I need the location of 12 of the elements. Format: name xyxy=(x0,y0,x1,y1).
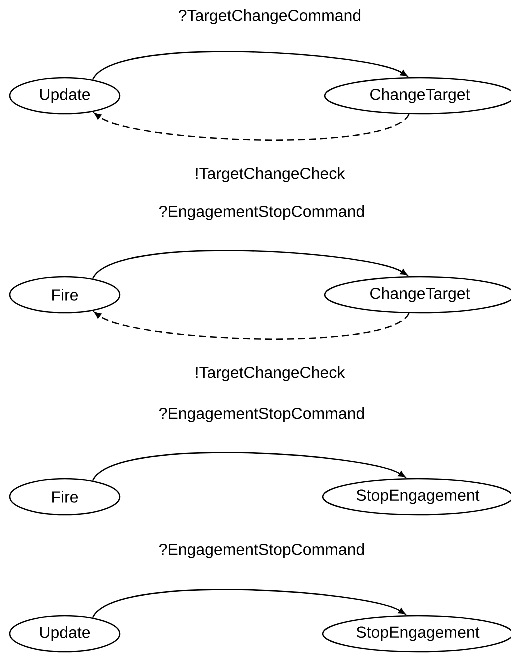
edge-label: ?EngagementStopCommand xyxy=(159,408,364,422)
arrow xyxy=(92,452,406,482)
edge-label: !TargetChangeCheck xyxy=(196,366,346,382)
arrow xyxy=(92,589,406,618)
arrow xyxy=(94,312,410,340)
edge-label: ?EngagementStopCommand xyxy=(159,206,364,220)
edge-label: !TargetChangeCheck xyxy=(196,168,346,182)
arrow xyxy=(92,250,408,280)
arrow xyxy=(94,113,410,141)
edge-label: ?TargetChangeCommand xyxy=(179,10,361,24)
edge-label: ?EngagementStopCommand xyxy=(159,544,364,558)
arrow xyxy=(92,51,408,80)
